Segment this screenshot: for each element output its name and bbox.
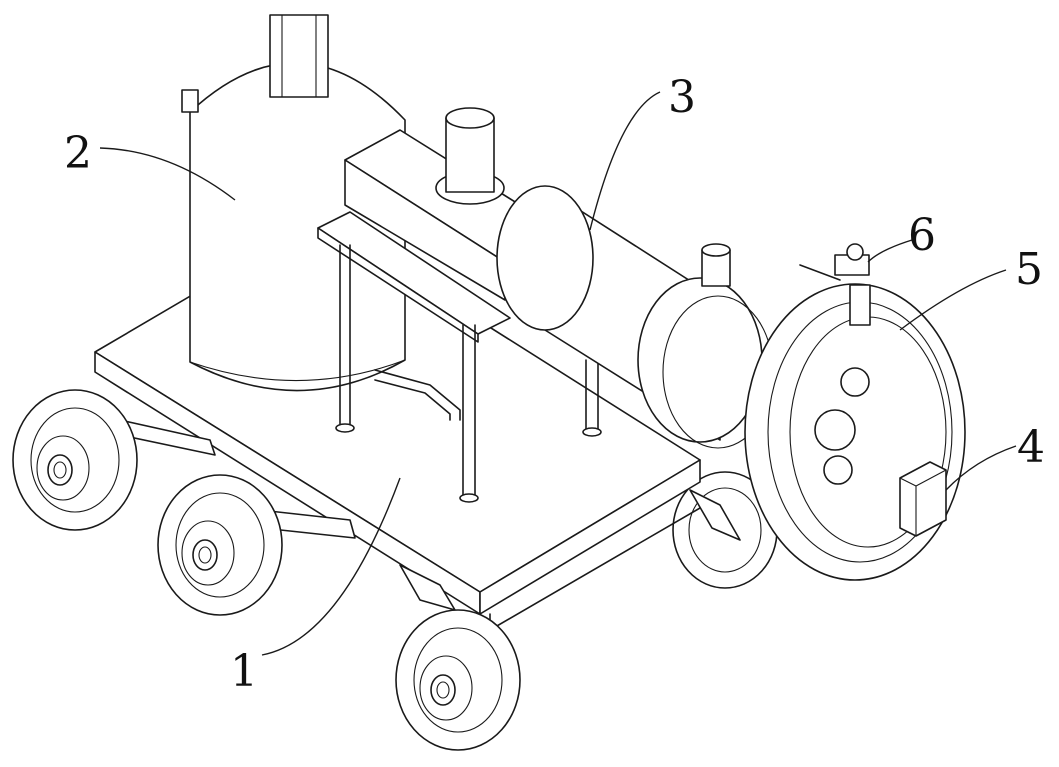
ring-assembly <box>744 283 966 581</box>
wheel-left-front <box>395 609 521 751</box>
label-control-box: 4 <box>1017 422 1045 473</box>
vertical-tank <box>181 14 406 392</box>
label-ring-assembly: 5 <box>1015 244 1043 295</box>
clamp <box>799 243 870 281</box>
wheel-left-back <box>12 389 138 531</box>
label-tank: 2 <box>64 128 92 179</box>
leaders <box>99 91 1017 656</box>
wheel-left-middle <box>157 474 283 616</box>
label-base: 1 <box>230 646 258 697</box>
label-clamp: 6 <box>908 210 936 261</box>
axle-pipes <box>119 419 741 611</box>
horizontal-cylinder <box>496 185 774 449</box>
label-cylinder: 3 <box>668 72 696 123</box>
stand <box>317 211 602 503</box>
control-box <box>899 461 947 537</box>
